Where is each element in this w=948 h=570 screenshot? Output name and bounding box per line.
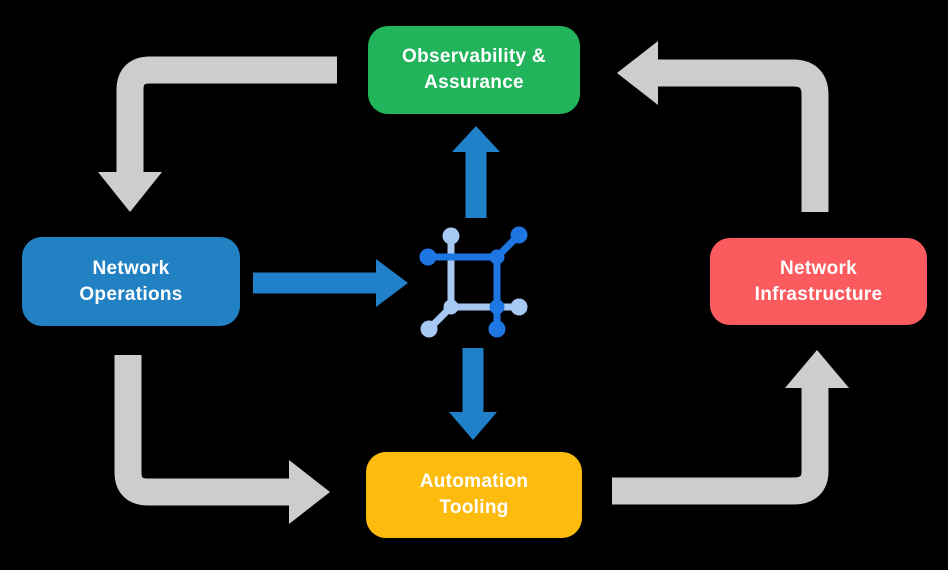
network-core-icon-primary-nodes <box>419 226 528 338</box>
arrow-infrastructure-to-observability-head <box>617 41 658 105</box>
arrow-operations-to-automation-shaft <box>114 355 289 506</box>
node-network-operations: Network Operations <box>22 237 240 326</box>
arrow-operations-to-automation-head <box>289 460 330 524</box>
network-core-icon-secondary-nodes <box>420 227 528 338</box>
arrow-infrastructure-to-observability-shaft <box>658 59 829 212</box>
arrow-automation-to-infrastructure-head <box>785 350 849 388</box>
node-observability-label-line1: Observability & <box>402 46 546 68</box>
node-network-infrastructure-label-line2: Infrastructure <box>754 283 883 305</box>
arrow-observability-to-operations-head <box>98 172 162 212</box>
node-observability-label-line2: Assurance <box>424 72 524 93</box>
node-automation-tooling-label-line1: Automation <box>419 471 529 493</box>
node-network-operations-label-line1: Network <box>92 257 170 279</box>
arrow-operations-to-core-head <box>376 259 408 307</box>
network-core-icon <box>419 226 528 338</box>
node-network-infrastructure: Network Infrastructure <box>710 238 927 325</box>
arrow-core-to-automation-head <box>449 412 497 440</box>
arrow-core-to-observability-head <box>452 126 500 152</box>
node-network-operations-label-line2: Operations <box>79 283 183 305</box>
node-automation-tooling: Automation Tooling <box>366 452 582 538</box>
node-automation-tooling-label-line2: Tooling <box>439 497 509 518</box>
node-network-infrastructure-label-line1: Network <box>779 257 858 279</box>
node-observability: Observability & Assurance <box>368 26 580 114</box>
arrow-observability-to-operations-shaft <box>116 56 337 174</box>
arrow-automation-to-infrastructure-shaft <box>612 387 829 505</box>
